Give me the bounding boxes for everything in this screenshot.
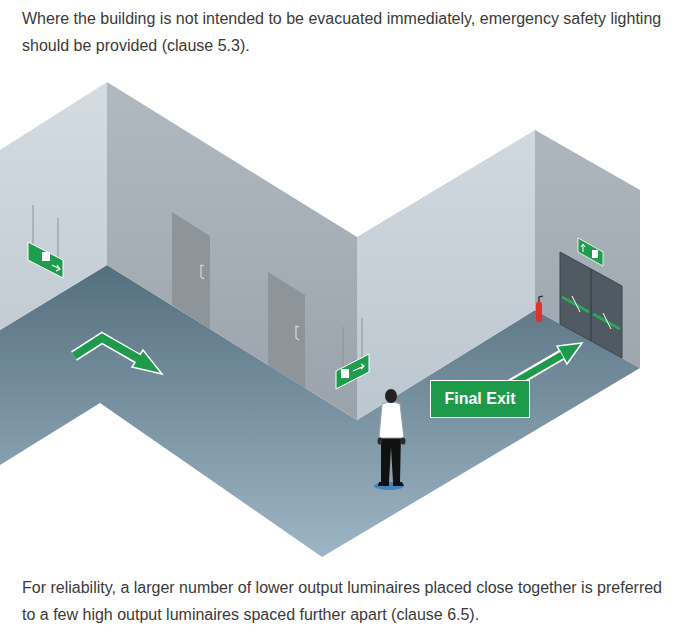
person-head: [385, 389, 397, 403]
direction-arrow-outline: [74, 338, 140, 360]
person-shirt: [379, 402, 404, 438]
right-wall: [357, 130, 535, 420]
sign-pictogram: [42, 252, 50, 261]
sign-wire: [33, 205, 34, 244]
note-text: For reliability, a larger number of lowe…: [22, 579, 662, 623]
exit-double-door: [560, 252, 622, 358]
exit-sign: [28, 242, 63, 278]
door: [172, 212, 210, 329]
sign-wire: [362, 318, 363, 357]
push-bar-mark: [572, 296, 580, 312]
extinguisher-nozzle: [539, 296, 543, 302]
exit-label-box: Final Exit: [430, 380, 530, 418]
person-shoes: [378, 482, 404, 486]
push-bar: [562, 297, 589, 312]
person-legs: [381, 433, 401, 482]
fire-extinguisher: [536, 302, 542, 322]
exit-sign: [336, 354, 369, 389]
push-bar-mark: [603, 313, 611, 329]
push-bar: [593, 314, 620, 329]
door-handle: [296, 326, 299, 340]
box-text: Final Exit: [444, 390, 515, 408]
note-text: Where the building is not intended to be…: [22, 10, 661, 54]
person-hand: [401, 438, 406, 445]
end-wall: [535, 130, 640, 368]
exit-sign: [578, 238, 603, 266]
direction-arrow: [74, 338, 139, 359]
sign-arrow: [581, 244, 585, 252]
sign-pictogram: [341, 369, 349, 378]
sign-wire: [58, 218, 59, 257]
person-hand: [378, 438, 383, 445]
left-wall: [0, 82, 107, 330]
person-shadow: [374, 482, 404, 490]
back-wall: [107, 82, 357, 420]
sign-pictogram: [592, 250, 598, 258]
sign-arrow: [52, 265, 60, 271]
door: [268, 272, 305, 388]
door-handle: [201, 265, 204, 279]
door-split: [590, 269, 591, 341]
sign-wire: [343, 327, 344, 367]
sign-arrow: [353, 364, 364, 371]
